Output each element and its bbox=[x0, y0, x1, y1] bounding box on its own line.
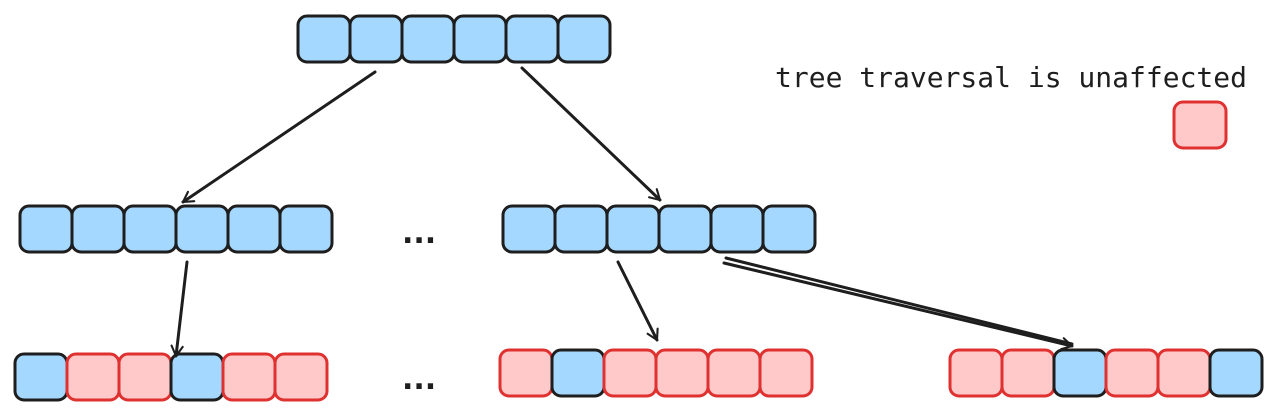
array-cell-unaffected bbox=[709, 204, 765, 254]
arrow-root-to-right bbox=[520, 66, 662, 202]
root-node bbox=[296, 14, 612, 64]
array-cell-affected bbox=[1104, 348, 1160, 398]
array-cell-unaffected bbox=[657, 204, 713, 254]
array-cell-unaffected bbox=[226, 204, 282, 254]
array-cell-unaffected bbox=[1052, 348, 1108, 398]
arrow-right-to-leaf3 bbox=[722, 256, 1074, 351]
array-cell-unaffected bbox=[13, 352, 69, 402]
array-cell-unaffected bbox=[18, 204, 74, 254]
legend-swatch bbox=[1172, 100, 1228, 150]
array-cell-unaffected bbox=[1208, 348, 1264, 398]
array-cell-unaffected bbox=[550, 348, 606, 398]
array-cell-unaffected bbox=[278, 204, 334, 254]
array-cell-affected bbox=[1000, 348, 1056, 398]
array-cell-unaffected bbox=[122, 204, 178, 254]
arrow-right-to-leaf2 bbox=[616, 260, 659, 342]
array-cell-affected bbox=[117, 352, 173, 402]
array-cell-affected bbox=[706, 348, 762, 398]
array-cell-affected bbox=[273, 352, 329, 402]
array-cell-affected bbox=[948, 348, 1004, 398]
leaf-node-2 bbox=[498, 348, 814, 398]
arrow-root-to-left bbox=[181, 70, 377, 204]
ellipsis-leaves: ... bbox=[402, 362, 436, 397]
array-cell-affected bbox=[654, 348, 710, 398]
array-cell-affected bbox=[1156, 348, 1212, 398]
array-cell-unaffected bbox=[169, 352, 225, 402]
array-cell-affected bbox=[65, 352, 121, 402]
array-cell-unaffected bbox=[70, 204, 126, 254]
array-cell-affected bbox=[758, 348, 814, 398]
array-cell-affected bbox=[602, 348, 658, 398]
leaf-node-1 bbox=[13, 352, 329, 402]
array-cell-unaffected bbox=[400, 14, 456, 64]
array-cell-unaffected bbox=[501, 204, 557, 254]
array-cell-unaffected bbox=[605, 204, 661, 254]
array-cell-unaffected bbox=[348, 14, 404, 64]
array-cell-unaffected bbox=[556, 14, 612, 64]
level1-node-right bbox=[501, 204, 817, 254]
arrow-left-to-leaf1 bbox=[170, 260, 189, 358]
array-cell-unaffected bbox=[761, 204, 817, 254]
array-cell-affected bbox=[498, 348, 554, 398]
array-cell-unaffected bbox=[452, 14, 508, 64]
array-cell-unaffected bbox=[174, 204, 230, 254]
array-cell-unaffected bbox=[504, 14, 560, 64]
array-cell-affected bbox=[221, 352, 277, 402]
array-cell-unaffected bbox=[553, 204, 609, 254]
legend-caption: tree traversal is unaffected bbox=[775, 61, 1247, 94]
leaf-node-3 bbox=[948, 348, 1264, 398]
array-cell-unaffected bbox=[296, 14, 352, 64]
level1-node-left bbox=[18, 204, 334, 254]
ellipsis-level1: ... bbox=[402, 216, 436, 251]
